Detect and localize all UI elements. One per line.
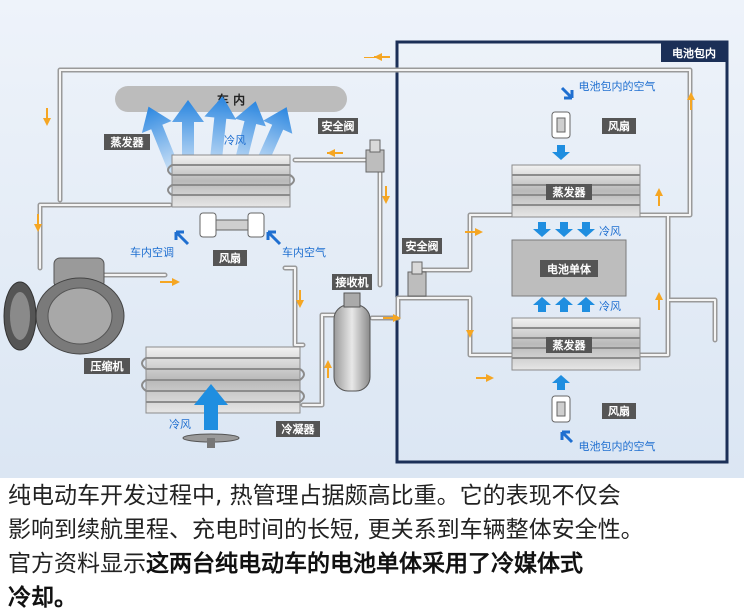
cold-air-battery-bottom-label: 冷风 [599,300,621,313]
receiver-label: 接收机 [336,275,369,289]
ev-cooling-diagram: 电池包内 车 内 冷风 [0,0,744,478]
safety-valve-left-label: 安全阀 [322,119,355,133]
safety-valve-right-label: 安全阀 [406,239,439,253]
fan-right-bottom-up-arrow [552,375,570,390]
pack-air-top-arrow-icon [560,86,574,100]
fan-right-top-icon [551,111,571,139]
article-caption: 纯电动车开发过程中, 热管理占据颇高比重。它的表现不仅会 影响到续航里程、充电时… [8,479,742,615]
fan-right-bottom-icon [551,395,571,423]
fan-right-top-label: 风扇 [608,119,630,133]
condenser-fan-icon [182,433,240,448]
flow-direction-arrows [34,53,695,382]
battery-cold-air-top-arrows [533,222,595,237]
pack-air-top-label: 电池包内的空气 [579,79,656,93]
pack-air-bottom-label: 电池包内的空气 [579,439,656,453]
safety-valve-left-icon [365,139,385,173]
condenser [141,346,305,414]
battery-cold-air-bottom-arrows [533,297,595,312]
pack-air-bottom-arrow-icon [560,430,574,444]
fan-left-label: 风扇 [219,251,241,265]
safety-valve-right-icon [407,261,427,297]
caption-line-3-normal: 官方资料显示 [8,551,146,577]
cabin-ac-label: 车内空调 [130,245,174,259]
evaporator-top-label: 蒸发器 [553,185,587,199]
caption-line-2: 影响到续航里程、充电时间的长短, 更关系到车辆整体安全性。 [8,517,644,543]
cold-air-cabin-label: 冷风 [224,134,246,147]
compressor-label: 压缩机 [91,359,124,373]
cabin-ac-arrow-icon [174,230,190,246]
compressor-icon [3,257,125,355]
fan-right-top-down-arrow [552,145,570,160]
cold-air-condenser-label: 冷风 [169,418,191,431]
battery-pack-frame [395,40,729,464]
cabin-air-arrow-icon [266,230,282,246]
receiver-icon [333,292,371,392]
caption-line-3: 官方资料显示这两台纯电动车的电池单体采用了冷媒体式 [8,547,742,581]
condenser-cold-air-arrow [194,384,228,430]
cabin-air-label: 车内空气 [282,245,326,259]
fan-left-icon [199,212,265,238]
battery-pack-label: 电池包内 [672,46,716,60]
caption-line-3-bold: 这两台纯电动车的电池单体采用了冷媒体式 [146,551,583,577]
battery-cell-label: 电池单体 [547,262,592,276]
caption-line-1: 纯电动车开发过程中, 热管理占据颇高比重。它的表现不仅会 [8,483,621,509]
condenser-label: 冷凝器 [282,422,316,436]
evaporator-bottom-label: 蒸发器 [553,338,587,352]
evaporator-left [167,154,295,208]
fan-right-bottom-label: 风扇 [608,404,630,418]
car-interior-bar [115,86,347,112]
evaporator-left-label: 蒸发器 [111,135,145,149]
caption-line-4: 冷却。 [8,585,77,611]
cold-air-battery-top-label: 冷风 [599,225,621,238]
